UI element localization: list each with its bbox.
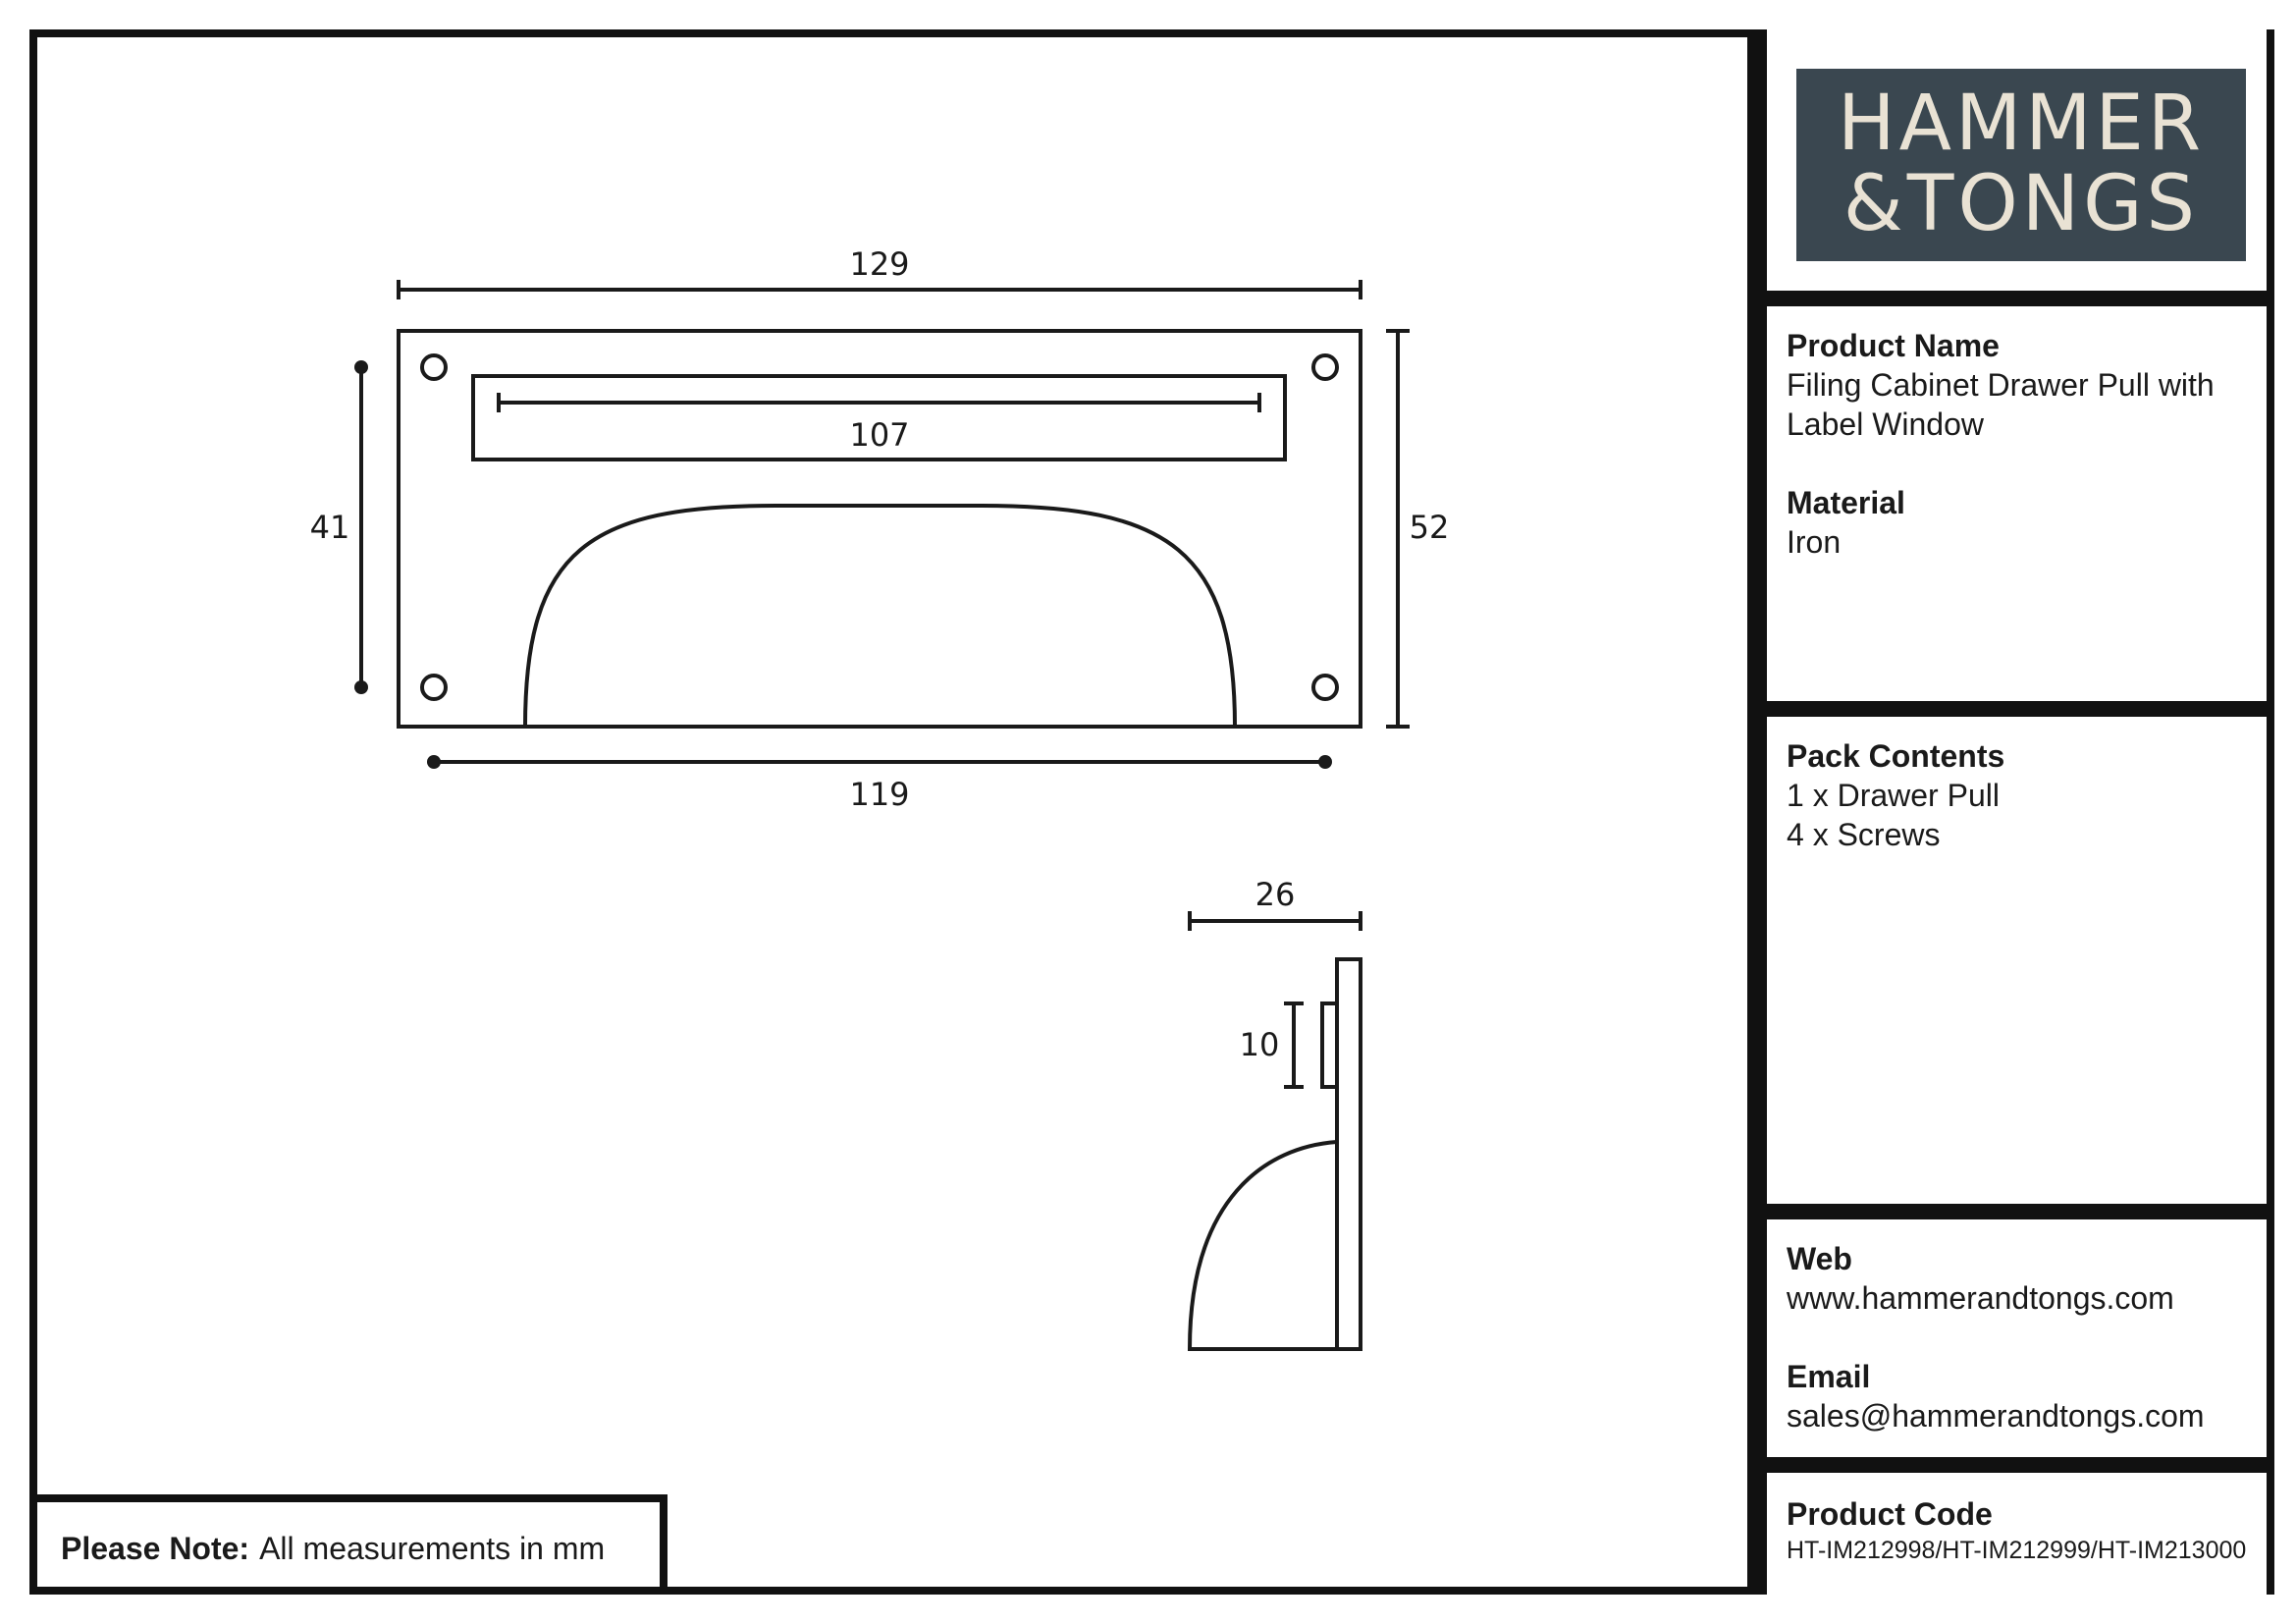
dim-depth: 26 [1255, 876, 1296, 913]
pack-contents-label: Pack Contents [1787, 738, 2005, 774]
product-name-block: Product Name Filing Cabinet Drawer Pull … [1787, 326, 2253, 444]
email-link[interactable]: sales@hammerandtongs.com [1787, 1398, 2205, 1434]
pack-item: 1 x Drawer Pull [1787, 778, 2000, 813]
web-label: Web [1787, 1241, 1852, 1276]
web-block: Web www.hammerandtongs.com [1787, 1239, 2253, 1318]
material-value: Iron [1787, 524, 1842, 560]
note-label: Please Note: [61, 1530, 250, 1566]
label-window-outline [471, 374, 1287, 461]
material-label: Material [1787, 485, 1905, 520]
material-block: Material Iron [1787, 483, 2253, 562]
screw-hole-top-left [420, 353, 448, 381]
dim-window-width: 107 [849, 416, 909, 454]
product-code-value: HT-IM212998/HT-IM212999/HT-IM213000 [1787, 1537, 2247, 1564]
brand-logo-line1: HAMMER [1837, 80, 2206, 168]
brand-logo: HAMMER &TONGS [1796, 69, 2246, 261]
product-name-label: Product Name [1787, 328, 2000, 363]
dim-hole-height: 41 [310, 509, 350, 546]
pack-contents-panel: Pack Contents 1 x Drawer Pull 4 x Screws [1759, 709, 2274, 1212]
pack-item: 4 x Screws [1787, 817, 1941, 852]
cup-outline [523, 504, 1237, 728]
product-code-block: Product Code HT-IM212998/HT-IM212999/HT-… [1787, 1494, 2253, 1567]
brand-logo-line2: &TONGS [1842, 160, 2200, 248]
dim-overall-height: 52 [1410, 509, 1450, 546]
note-text: All measurements in mm [259, 1530, 606, 1566]
measurement-note: Please Note: All measurements in mm [29, 1494, 667, 1595]
side-cup-outline [1187, 1140, 1338, 1351]
screw-hole-bottom-right [1311, 674, 1339, 701]
screw-hole-bottom-left [420, 674, 448, 701]
email-block: Email sales@hammerandtongs.com [1787, 1357, 2253, 1435]
backplate-outline [397, 329, 1362, 729]
side-label-window [1320, 1001, 1339, 1089]
web-link[interactable]: www.hammerandtongs.com [1787, 1280, 2174, 1316]
side-backplate [1335, 957, 1362, 1351]
dim-window-depth: 10 [1240, 1026, 1280, 1063]
title-block-divider [1747, 29, 1759, 1595]
product-info-panel: Product Name Filing Cabinet Drawer Pull … [1759, 298, 2274, 709]
logo-panel: HAMMER &TONGS [1759, 29, 2274, 298]
email-label: Email [1787, 1359, 1871, 1394]
contact-panel: Web www.hammerandtongs.com Email sales@h… [1759, 1212, 2274, 1465]
product-code-panel: Product Code HT-IM212998/HT-IM212999/HT-… [1759, 1465, 2274, 1595]
product-code-label: Product Code [1787, 1496, 1993, 1532]
product-name-value: Filing Cabinet Drawer Pull with Label Wi… [1787, 367, 2215, 442]
dim-overall-width: 129 [849, 245, 909, 283]
screw-hole-top-right [1311, 353, 1339, 381]
pack-contents-block: Pack Contents 1 x Drawer Pull 4 x Screws [1787, 736, 2253, 854]
dim-hole-spacing: 119 [849, 776, 909, 813]
